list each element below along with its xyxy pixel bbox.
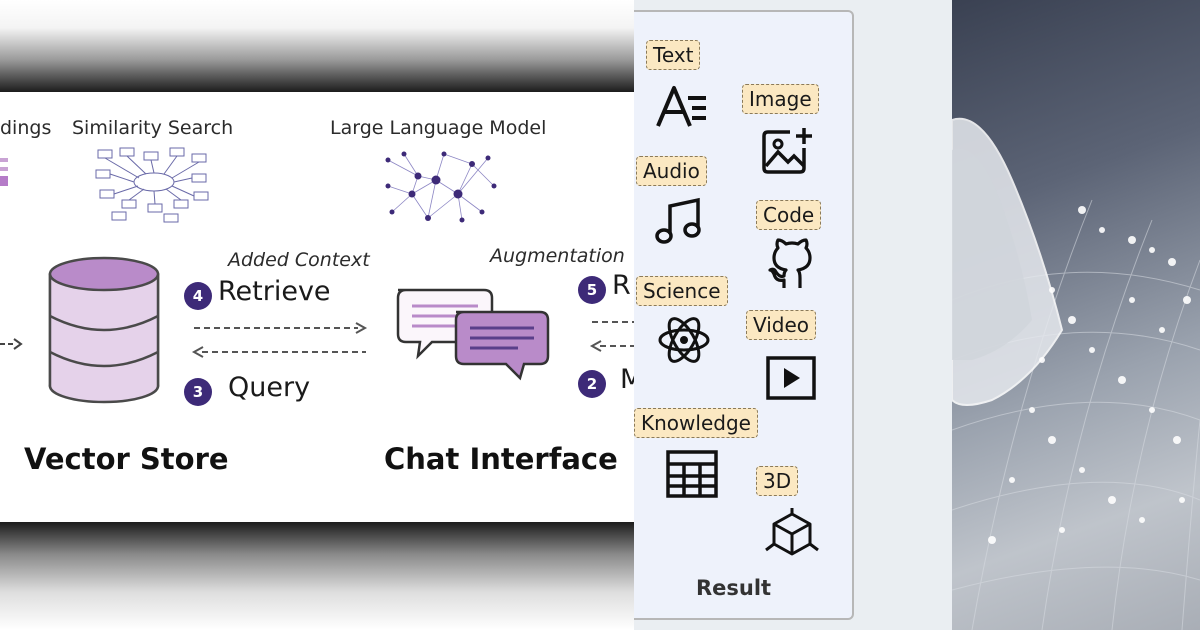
text-tag: Text xyxy=(646,40,701,70)
chat-interface-title: Chat Interface xyxy=(384,442,618,476)
top-shadow xyxy=(0,0,634,92)
step-5-label: R xyxy=(612,270,631,301)
chat-bubbles-icon xyxy=(396,288,550,381)
step-4-badge: 4 xyxy=(184,282,212,310)
table-icon xyxy=(666,450,718,498)
bottom-shadow xyxy=(0,522,634,630)
atom-icon xyxy=(658,317,710,363)
similarity-search-label: Similarity Search xyxy=(72,117,234,139)
step-5-badge: 5 xyxy=(578,276,606,304)
image-add-icon xyxy=(762,128,812,174)
similarity-graph-icon xyxy=(95,147,209,223)
step-2-label: M xyxy=(620,364,634,395)
knowledge-tag: Knowledge xyxy=(634,408,758,438)
left-arrow xyxy=(0,338,23,350)
audio-tag: Audio xyxy=(636,156,707,186)
step-3-badge: 3 xyxy=(184,378,212,406)
retrieve-label: Retrieve xyxy=(218,276,331,307)
query-label: Query xyxy=(228,372,311,403)
augmentation-label: Augmentation xyxy=(490,245,625,267)
llm-label: Large Language Model xyxy=(330,117,547,139)
rag-diagram-panel: dings Similarity Search Large Language M… xyxy=(0,0,634,630)
embeddings-label: dings xyxy=(0,117,52,139)
added-context-label: Added Context xyxy=(228,249,370,271)
text-icon xyxy=(656,86,706,127)
neural-network-icon xyxy=(385,151,497,223)
video-tag: Video xyxy=(746,310,817,340)
result-label: Result xyxy=(696,576,772,600)
3d-tag: 3D xyxy=(756,466,799,496)
retrieve-query-arrows xyxy=(191,322,368,358)
step-2-badge: 2 xyxy=(578,370,606,398)
render-artwork xyxy=(952,117,1200,630)
play-icon xyxy=(766,356,816,400)
github-icon xyxy=(768,238,812,288)
3d-render-image xyxy=(952,0,1200,630)
science-tag: Science xyxy=(636,276,728,306)
code-tag: Code xyxy=(756,200,822,230)
vector-store-database-icon xyxy=(48,256,160,404)
vector-store-title: Vector Store xyxy=(24,442,229,476)
music-note-icon xyxy=(655,197,701,244)
right-arrows xyxy=(589,321,634,352)
embeddings-bars xyxy=(0,158,8,200)
cube-icon xyxy=(765,508,819,556)
image-tag: Image xyxy=(742,84,819,114)
